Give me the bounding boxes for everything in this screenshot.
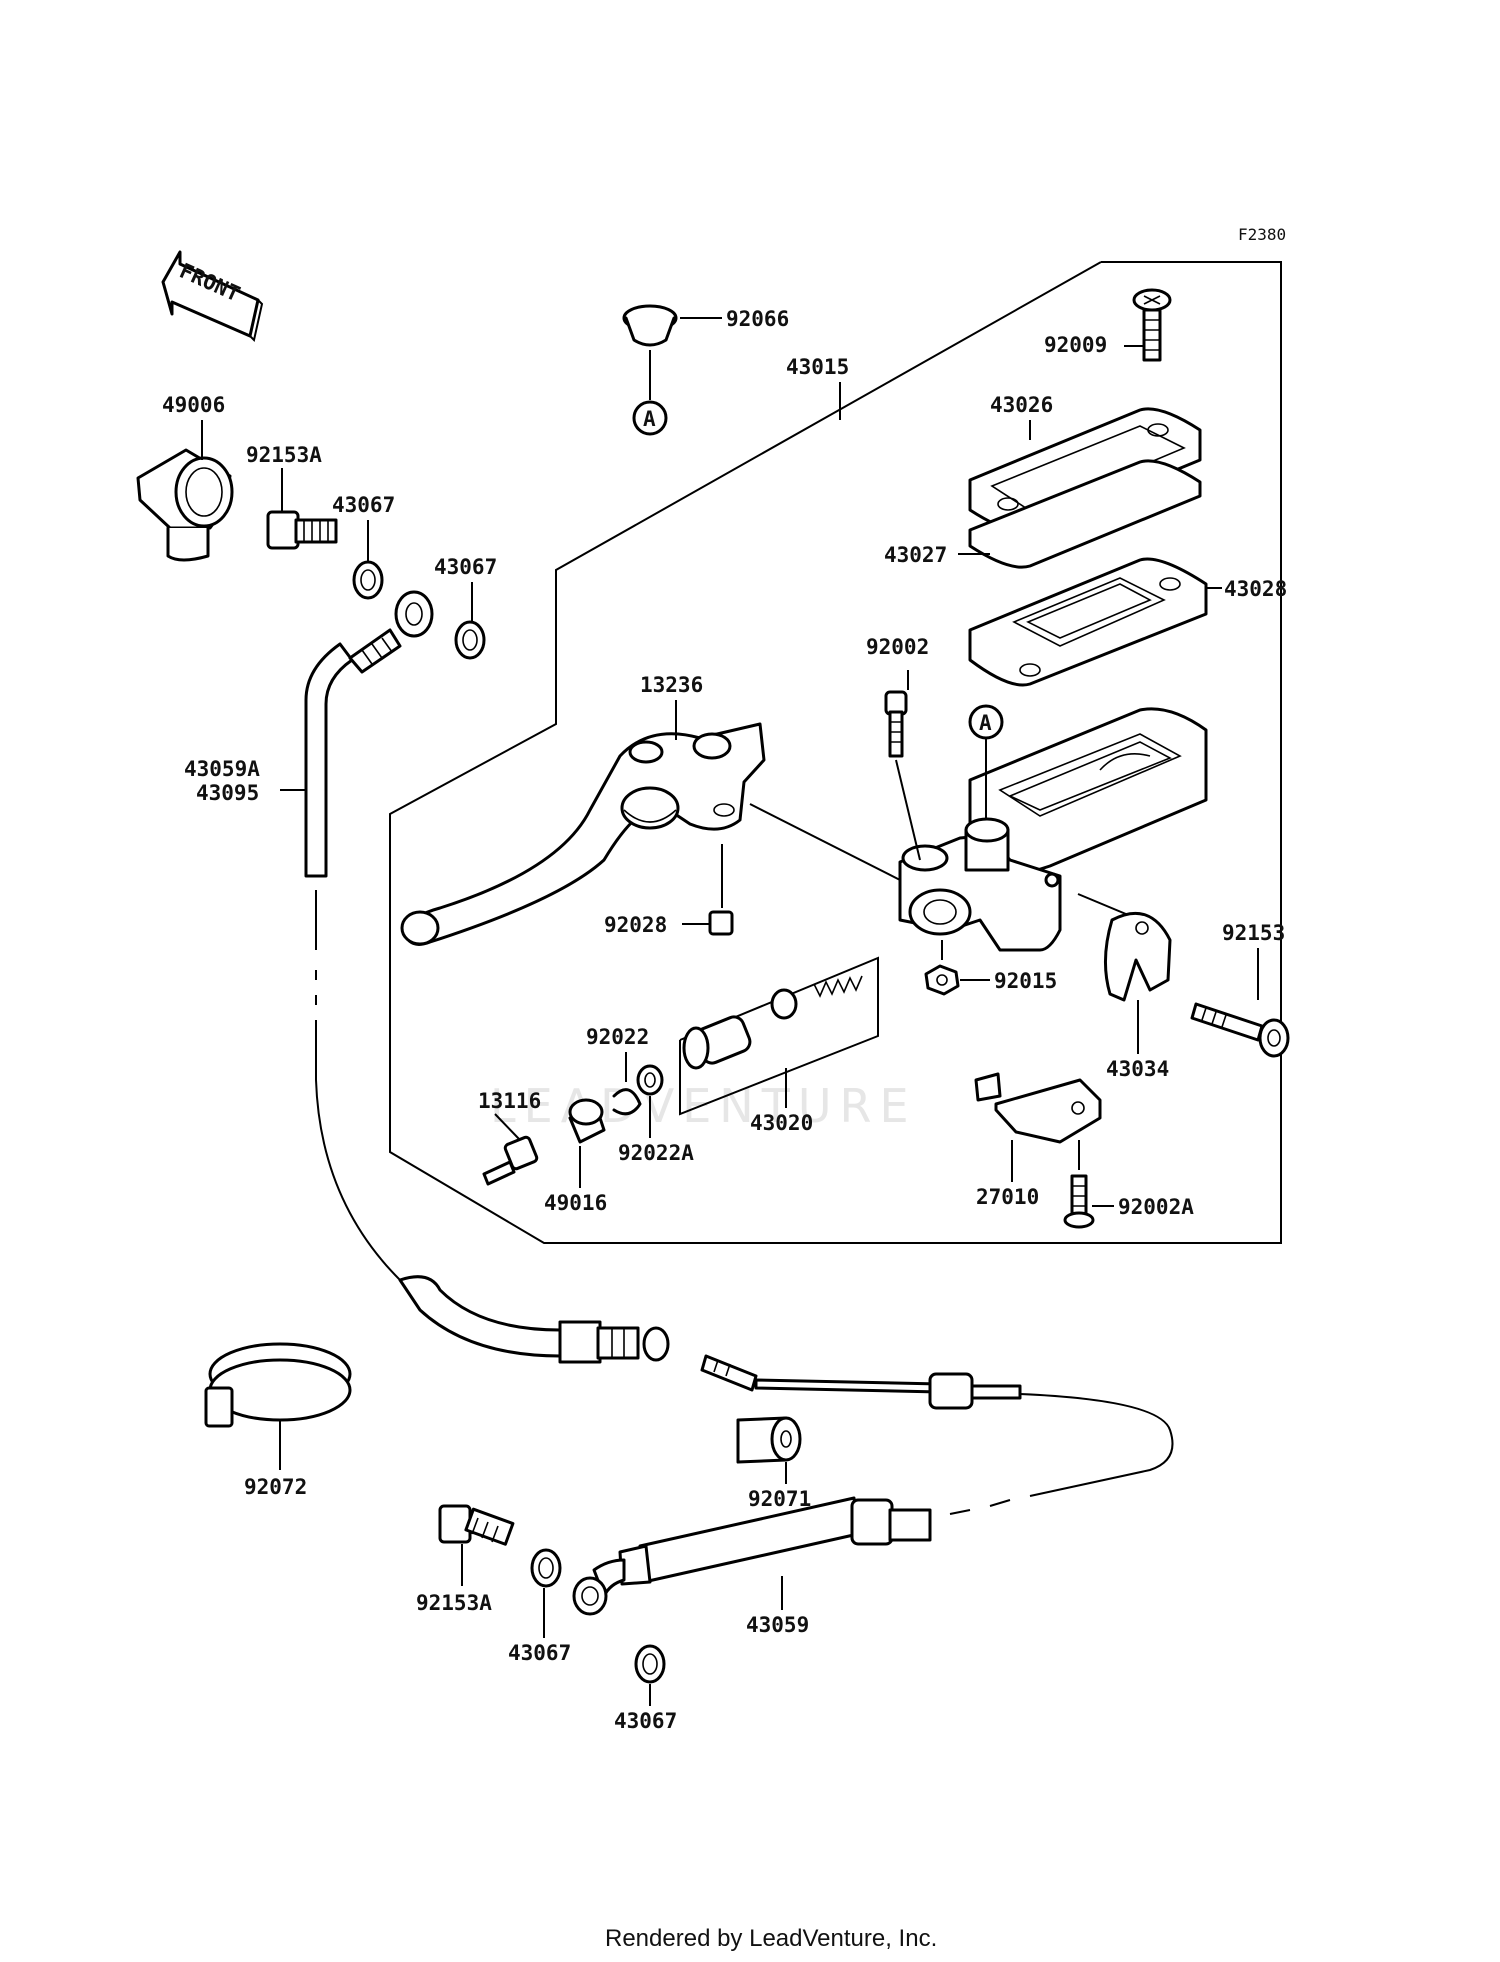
screw-92002A bbox=[1063, 1140, 1095, 1229]
washer-43067-c bbox=[530, 1548, 562, 1588]
master-cylinder-body bbox=[898, 707, 1208, 952]
callout-a-1: A bbox=[643, 407, 656, 431]
boot-49016 bbox=[568, 1098, 606, 1144]
label-43020: 43020 bbox=[750, 1111, 813, 1135]
label-92028: 92028 bbox=[604, 913, 667, 937]
label-43067-c: 43067 bbox=[508, 1641, 571, 1665]
label-43095: 43095 bbox=[196, 781, 259, 805]
pivot-92028 bbox=[708, 910, 734, 936]
nut-92015 bbox=[924, 940, 960, 996]
clamp-43034 bbox=[1103, 911, 1172, 1002]
washer-43067-a bbox=[352, 560, 384, 600]
label-43067-b: 43067 bbox=[434, 555, 497, 579]
assembly-outline bbox=[389, 261, 1282, 1244]
clutch-hose-43059 bbox=[572, 1496, 932, 1616]
label-92066: 92066 bbox=[726, 307, 789, 331]
washer-92022A bbox=[636, 1064, 664, 1096]
label-92002A: 92002A bbox=[1118, 1195, 1194, 1219]
label-13116: 13116 bbox=[478, 1089, 541, 1113]
label-49016: 49016 bbox=[544, 1191, 607, 1215]
screw-92009 bbox=[1132, 288, 1172, 362]
label-92022: 92022 bbox=[586, 1025, 649, 1049]
piston-kit-43020 bbox=[679, 956, 879, 1116]
watermark: LEADVENTURE bbox=[490, 1079, 917, 1133]
plate-43027 bbox=[968, 459, 1202, 569]
label-43059: 43059 bbox=[746, 1613, 809, 1637]
diaphragm-43028 bbox=[968, 557, 1208, 687]
label-92002: 92002 bbox=[866, 635, 929, 659]
label-13236: 13236 bbox=[640, 673, 703, 697]
label-43067-a: 43067 bbox=[332, 493, 395, 517]
label-43028: 43028 bbox=[1224, 577, 1287, 601]
label-27010: 27010 bbox=[976, 1185, 1039, 1209]
banjo-bolt-92153A-bottom bbox=[438, 1504, 515, 1546]
label-43059A: 43059A bbox=[184, 757, 260, 781]
label-92015: 92015 bbox=[994, 969, 1057, 993]
switch-27010 bbox=[974, 1072, 1102, 1144]
clutch-hose-43059A bbox=[304, 590, 434, 1281]
bolt-92002 bbox=[884, 690, 921, 861]
label-92153A-bottom: 92153A bbox=[416, 1591, 492, 1615]
spacer-92071 bbox=[736, 1416, 802, 1464]
lever-13236 bbox=[400, 722, 901, 946]
label-43067-d: 43067 bbox=[614, 1709, 677, 1733]
label-43027: 43027 bbox=[884, 543, 947, 567]
label-92022A: 92022A bbox=[618, 1141, 694, 1165]
figure-id: F2380 bbox=[1238, 225, 1286, 244]
callout-a-2: A bbox=[968, 704, 1004, 820]
label-92153A-top: 92153A bbox=[246, 443, 322, 467]
label-43015: 43015 bbox=[786, 355, 849, 379]
label-92071: 92071 bbox=[748, 1487, 811, 1511]
label-92153: 92153 bbox=[1222, 921, 1285, 945]
banjo-bolt-92153A-top bbox=[266, 510, 338, 550]
label-92072: 92072 bbox=[244, 1475, 307, 1499]
pushrod-13116 bbox=[482, 1135, 539, 1186]
label-92009: 92009 bbox=[1044, 333, 1107, 357]
footer-credit: Rendered by LeadVenture, Inc. bbox=[605, 1925, 937, 1952]
svg-text:A: A bbox=[979, 711, 992, 735]
clutch-line-fittings bbox=[700, 1354, 1022, 1410]
boot-49006 bbox=[136, 448, 234, 562]
bolt-92153 bbox=[1190, 1002, 1290, 1058]
clutch-hose-lower bbox=[398, 1275, 670, 1364]
label-43034: 43034 bbox=[1106, 1057, 1169, 1081]
leader-lines bbox=[201, 317, 1259, 1706]
washer-43067-d bbox=[634, 1644, 666, 1684]
hose-clamp-92072 bbox=[204, 1342, 352, 1470]
hose-route-line bbox=[949, 1393, 1174, 1515]
label-49006: 49006 bbox=[162, 393, 225, 417]
circlip-92022 bbox=[612, 1088, 642, 1116]
cap-92066: A bbox=[622, 304, 678, 436]
washer-43067-b bbox=[454, 620, 486, 660]
front-arrow-icon: FRONT bbox=[161, 250, 264, 342]
label-43026: 43026 bbox=[990, 393, 1053, 417]
